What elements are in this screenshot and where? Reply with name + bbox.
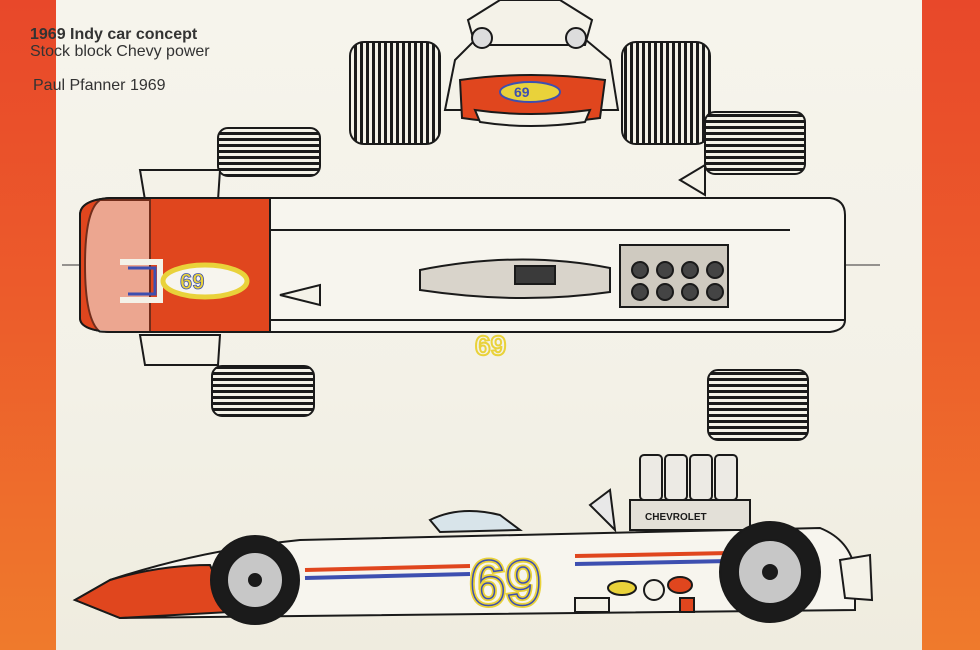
- engine-label: CHEVROLET: [645, 512, 707, 523]
- caption-author: Paul Pfanner 1969: [33, 77, 166, 94]
- svg-text:69: 69: [514, 84, 530, 100]
- caption-title: 1969 Indy car concept: [30, 26, 198, 43]
- front-view: 69: [349, 0, 711, 145]
- svg-text:69: 69: [470, 547, 541, 619]
- caption-subtitle: Stock block Chevy power: [30, 43, 210, 60]
- car-number: 69: [470, 547, 541, 619]
- svg-text:69: 69: [180, 269, 204, 294]
- caption-block: 1969 Indy car concept Stock block Chevy …: [30, 26, 210, 95]
- svg-text:69: 69: [475, 330, 506, 361]
- top-view: 69 69: [79, 111, 846, 441]
- side-view: CHEVROLET 69 69: [72, 454, 874, 625]
